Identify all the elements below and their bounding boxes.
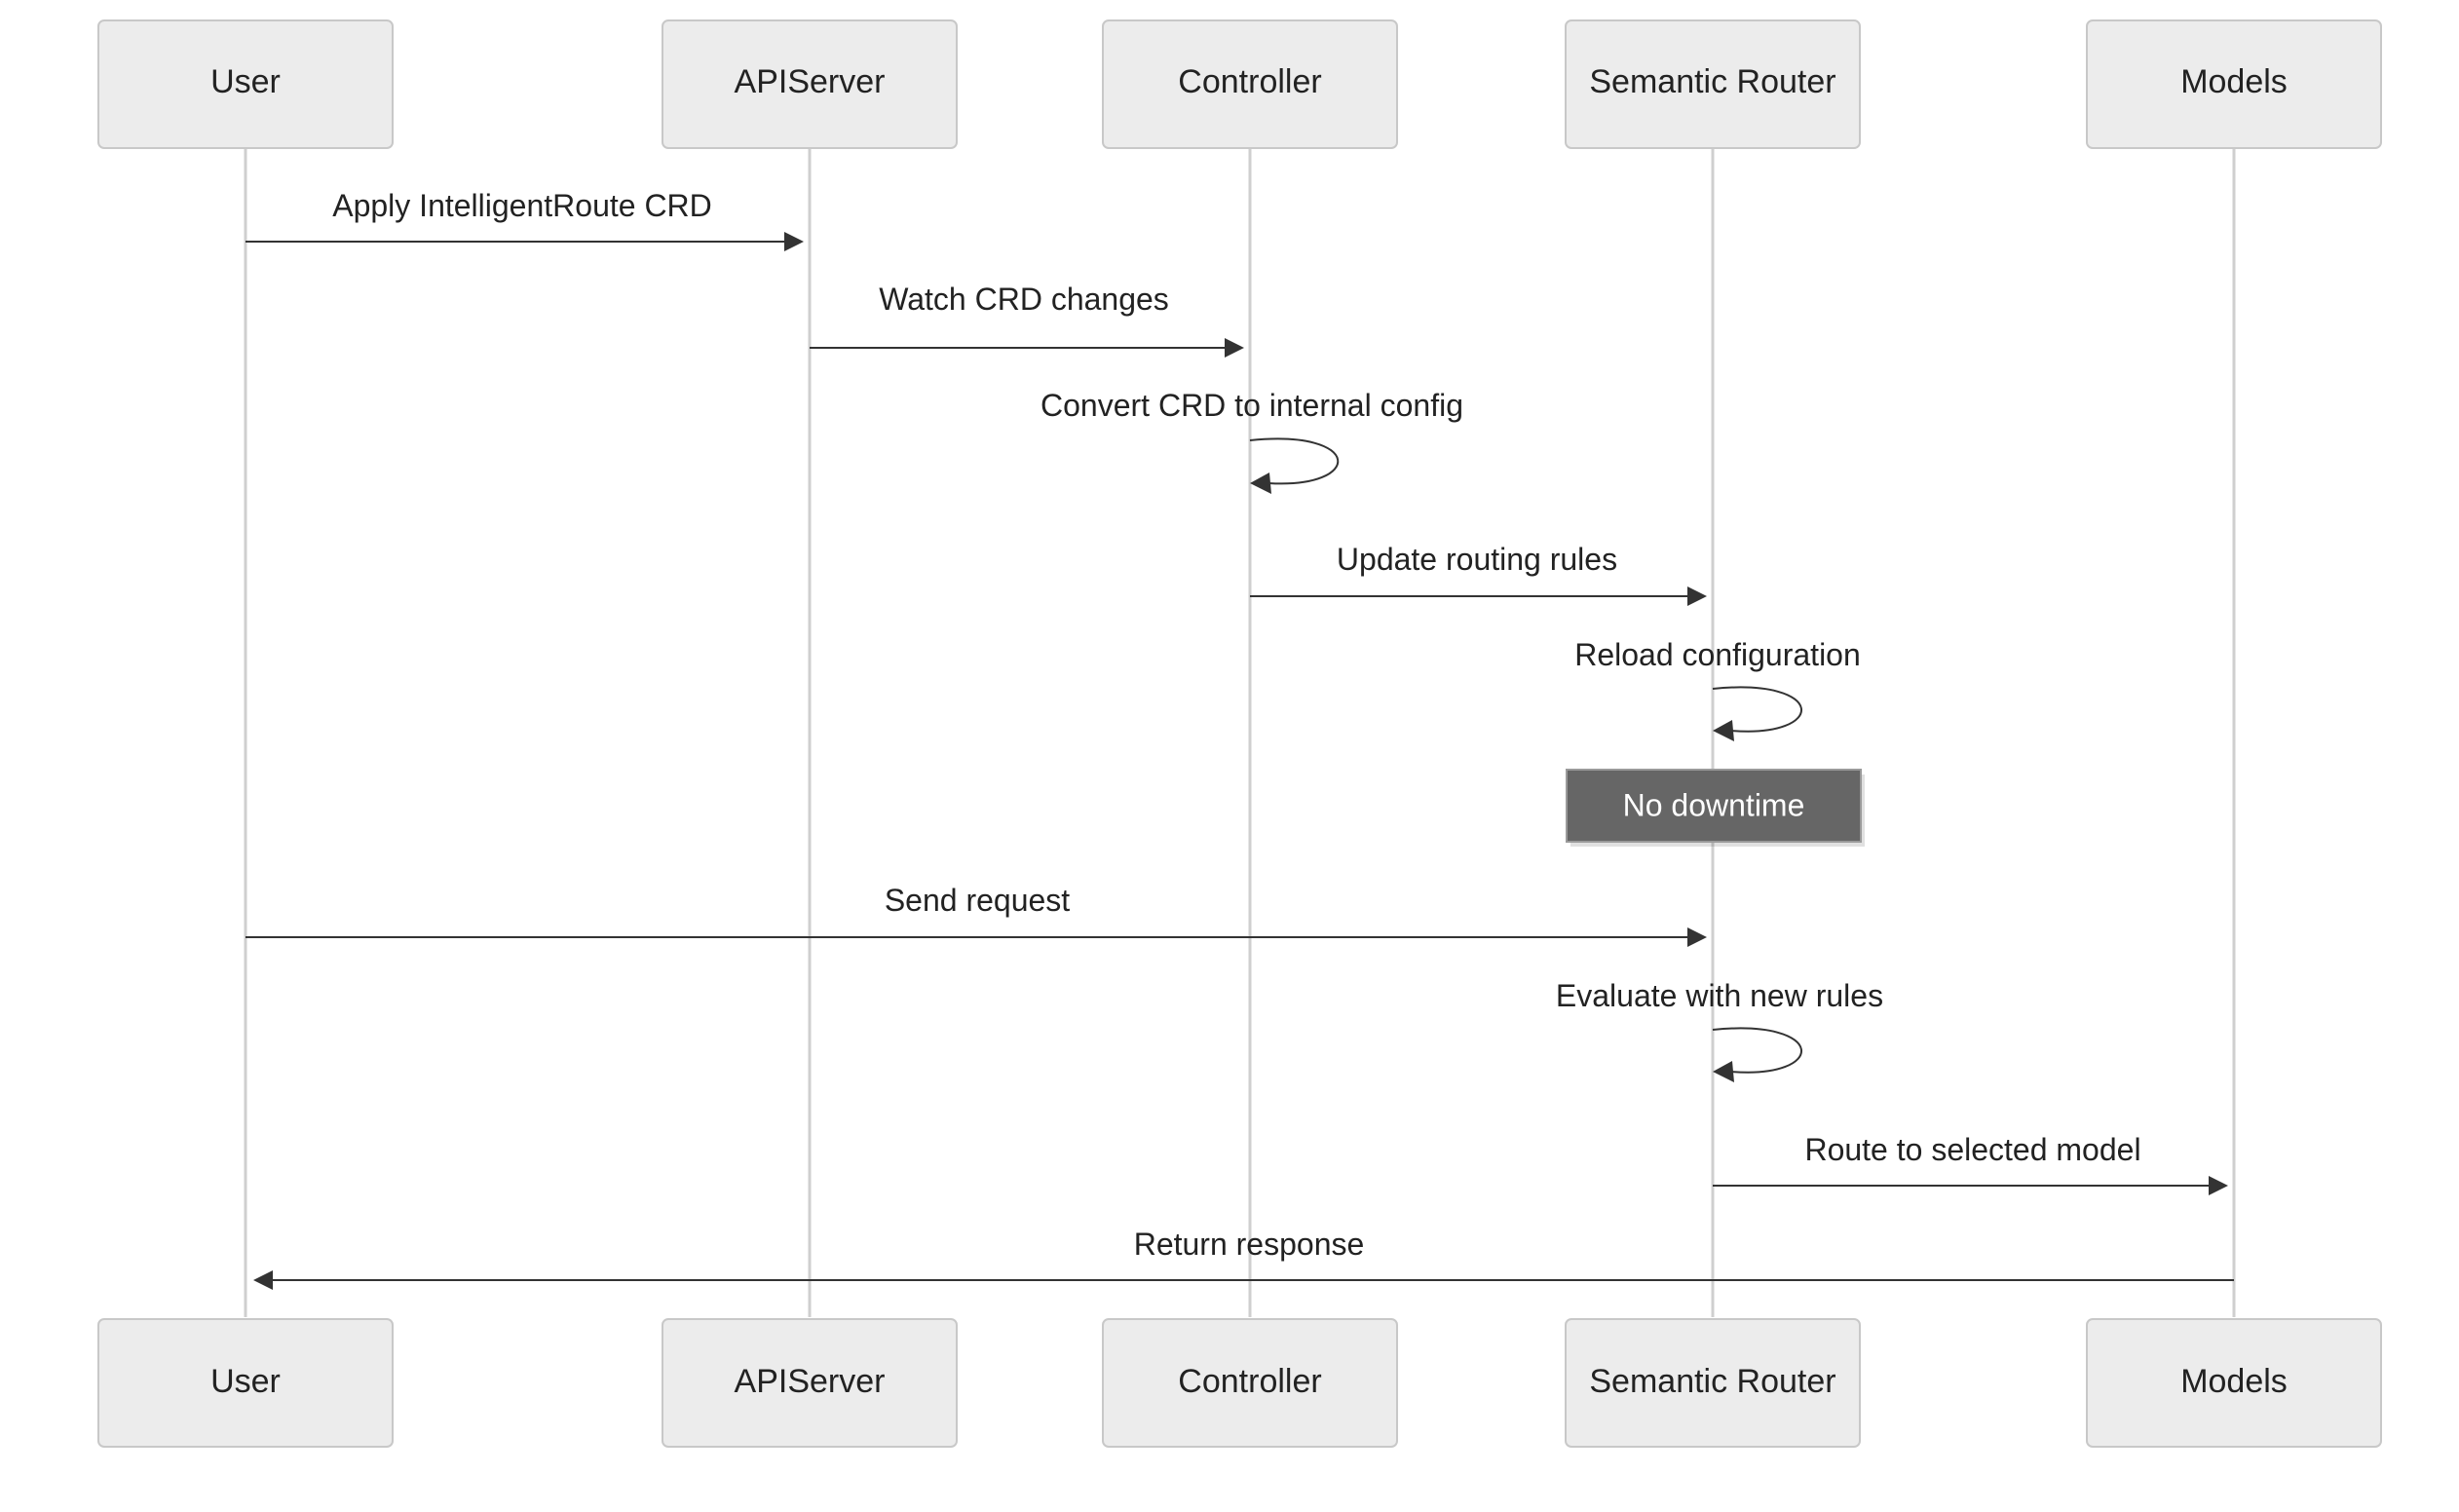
- actor-bottom-user[interactable]: User: [97, 1318, 394, 1448]
- actor-bottom-apiserver[interactable]: APIServer: [662, 1318, 958, 1448]
- message-label: Route to selected model: [1804, 1132, 2140, 1167]
- actor-label: Semantic Router: [1589, 1363, 1835, 1400]
- note-label: No downtime: [1623, 787, 1805, 822]
- message-watch-crd: Watch CRD changes: [810, 282, 1244, 358]
- actor-label: Controller: [1178, 63, 1321, 100]
- arrowhead: [1687, 927, 1707, 947]
- actor-label: APIServer: [735, 1363, 886, 1400]
- message-label: Return response: [1134, 1227, 1365, 1262]
- arrowhead: [1713, 720, 1734, 741]
- actor-bottom-semantic-router[interactable]: Semantic Router: [1565, 1318, 1861, 1448]
- actor-label: APIServer: [735, 63, 886, 100]
- note-no-downtime: No downtime: [1566, 769, 1865, 847]
- actor-label: Models: [2180, 63, 2288, 100]
- message-reload-config: Reload configuration: [1574, 637, 1861, 741]
- actor-label: Semantic Router: [1589, 63, 1835, 100]
- message-return-response: Return response: [253, 1227, 2234, 1290]
- arrowhead: [2209, 1176, 2228, 1195]
- actor-top-semantic-router[interactable]: Semantic Router: [1565, 19, 1861, 149]
- arrowhead: [253, 1270, 273, 1290]
- message-convert-crd: Convert CRD to internal config: [1040, 388, 1463, 494]
- actor-label: User: [210, 63, 281, 100]
- arrowhead: [1713, 1061, 1734, 1082]
- arrowhead: [1250, 472, 1271, 494]
- message-send-request: Send request: [246, 883, 1707, 947]
- actor-top-apiserver[interactable]: APIServer: [662, 19, 958, 149]
- message-update-routing: Update routing rules: [1250, 542, 1707, 606]
- actor-bottom-controller[interactable]: Controller: [1102, 1318, 1398, 1448]
- message-label: Apply IntelligentRoute CRD: [332, 188, 712, 223]
- actor-bottom-models[interactable]: Models: [2086, 1318, 2382, 1448]
- actor-top-user[interactable]: User: [97, 19, 394, 149]
- message-label: Reload configuration: [1574, 637, 1861, 672]
- message-label: Evaluate with new rules: [1556, 978, 1883, 1013]
- arrowhead: [1225, 338, 1244, 358]
- message-evaluate-rules: Evaluate with new rules: [1556, 978, 1883, 1082]
- message-route-model: Route to selected model: [1713, 1132, 2228, 1195]
- actor-top-models[interactable]: Models: [2086, 19, 2382, 149]
- actor-label: Models: [2180, 1363, 2288, 1400]
- message-label: Convert CRD to internal config: [1040, 388, 1463, 423]
- message-label: Update routing rules: [1337, 542, 1617, 577]
- message-label: Watch CRD changes: [879, 282, 1169, 317]
- message-apply-crd: Apply IntelligentRoute CRD: [246, 188, 804, 251]
- arrowhead: [1687, 586, 1707, 606]
- actor-label: User: [210, 1363, 281, 1400]
- note-box: [1566, 769, 1862, 843]
- actor-top-controller[interactable]: Controller: [1102, 19, 1398, 149]
- message-label: Send request: [885, 883, 1070, 918]
- actor-label: Controller: [1178, 1363, 1321, 1400]
- arrowhead: [784, 232, 804, 251]
